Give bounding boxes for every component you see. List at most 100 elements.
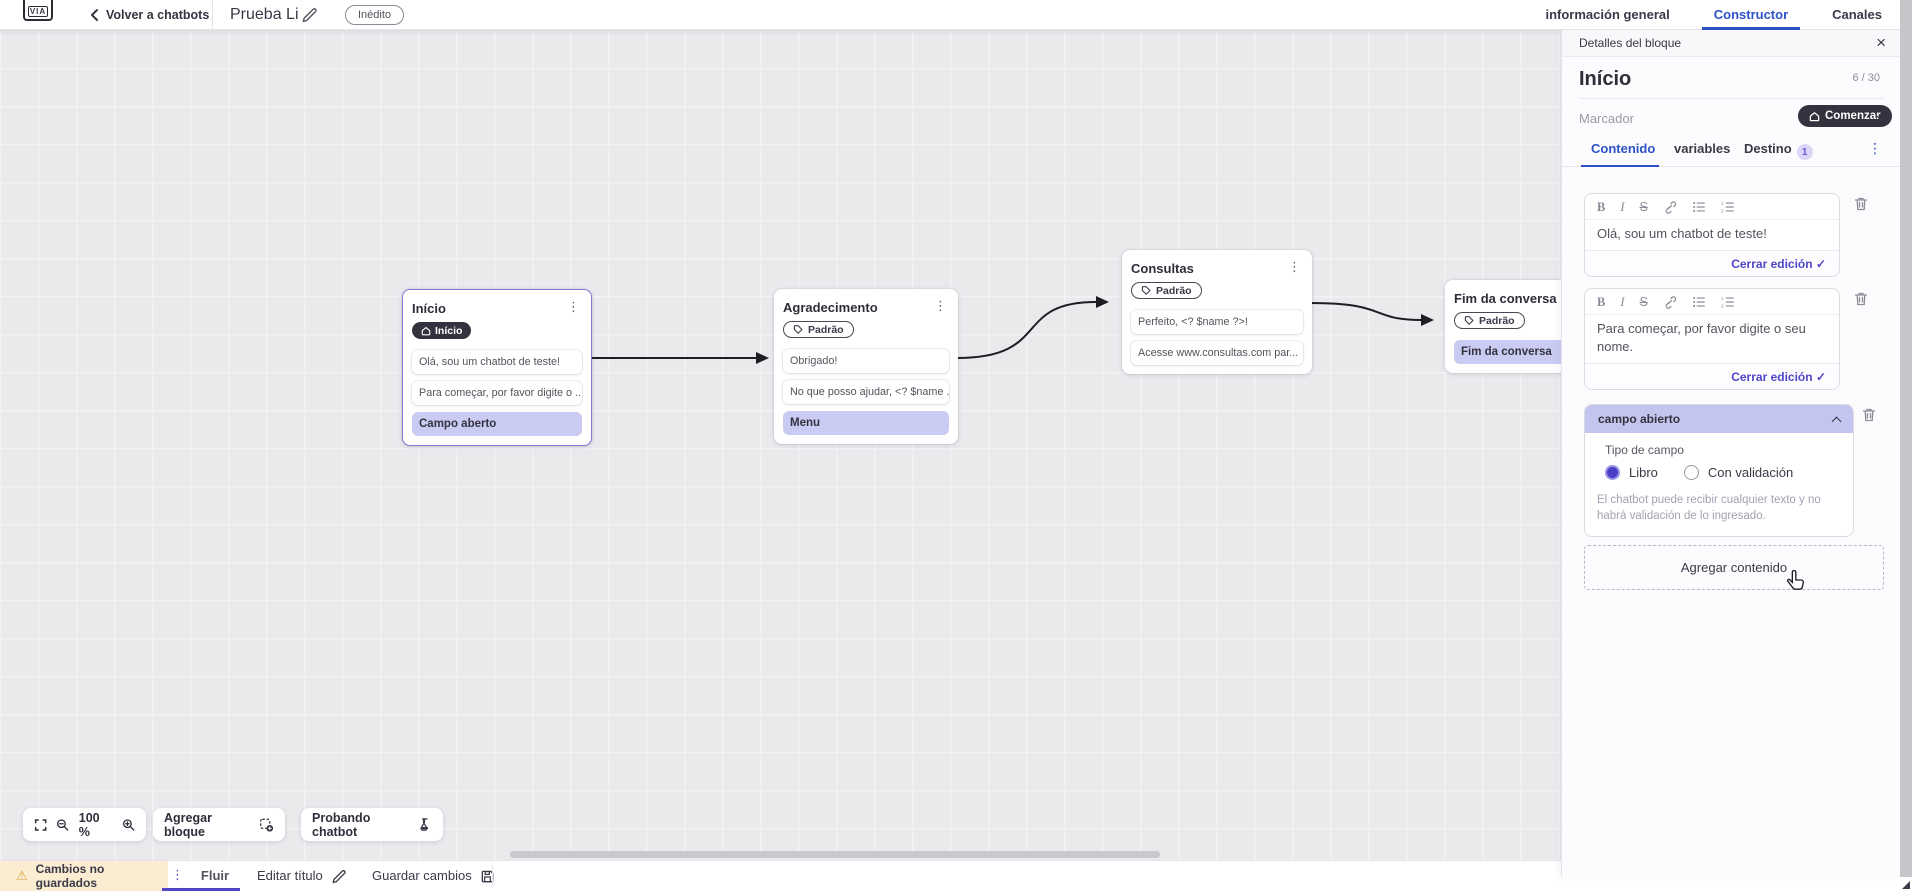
chevron-up-icon — [1831, 416, 1842, 426]
block-name-heading: Início — [1579, 68, 1632, 90]
back-chevron-icon[interactable] — [88, 8, 102, 22]
canvas-horizontal-scrollbar[interactable] — [510, 851, 1160, 858]
char-count: 6 / 30 — [1852, 72, 1880, 84]
close-edit-link[interactable]: Cerrar edición ✓ — [1731, 257, 1826, 271]
trash-icon[interactable] — [1861, 407, 1877, 423]
svg-text:1: 1 — [1721, 295, 1724, 301]
tag-icon — [1141, 286, 1151, 295]
trash-icon[interactable] — [1853, 196, 1869, 212]
back-to-chatbots-link[interactable]: Volver a chatbots — [106, 8, 210, 22]
block-title: Fim da conversa — [1454, 290, 1557, 306]
active-flow-tab-underline — [162, 888, 240, 891]
close-edit-label: Cerrar edición — [1731, 257, 1813, 271]
bold-icon[interactable]: B — [1597, 294, 1606, 309]
tab-variables[interactable]: variables — [1674, 141, 1731, 156]
panel-menu-icon[interactable]: ⋮ — [1868, 141, 1882, 157]
field-help-text: El chatbot puede recibir cualquier texto… — [1597, 494, 1821, 522]
test-chatbot-label: Probando chatbot — [312, 810, 371, 839]
block-details-panel: Detalles del bloque × Início 6 / 30 Marc… — [1561, 30, 1900, 877]
editor-footer: Cerrar edición ✓ — [1585, 250, 1839, 276]
bold-icon[interactable]: B — [1597, 199, 1606, 214]
radio-libro-label[interactable]: Libro — [1629, 465, 1658, 480]
link-icon[interactable] — [1663, 200, 1677, 214]
tab-fluir[interactable]: Fluir — [200, 868, 230, 883]
strikethrough-icon[interactable]: S — [1639, 294, 1648, 309]
block-row-message[interactable]: Para começar, por favor digite o ... — [412, 380, 582, 405]
message-text-input[interactable]: Olá, sou um chatbot de teste! — [1597, 226, 1767, 241]
trash-icon[interactable] — [1853, 291, 1869, 307]
block-row-message[interactable]: Olá, sou um chatbot de teste! — [412, 349, 582, 374]
pencil-icon — [332, 869, 346, 883]
edit-title-pencil-icon[interactable] — [301, 7, 317, 23]
italic-icon[interactable]: I — [1620, 294, 1625, 309]
tab-informacion-general[interactable]: información general — [1545, 7, 1670, 22]
app-logo[interactable]: VIA — [23, 0, 53, 21]
fullscreen-icon[interactable] — [34, 818, 47, 832]
zoom-in-icon[interactable] — [122, 818, 135, 832]
block-menu-icon[interactable]: ⋮ — [934, 299, 947, 314]
open-field-title: campo abierto — [1598, 412, 1681, 426]
radio-con-validacion[interactable] — [1683, 465, 1699, 480]
flow-tab-menu-icon[interactable]: ⋮ — [171, 868, 184, 883]
add-content-button[interactable]: Agregar contenido — [1584, 545, 1884, 590]
block-row-message[interactable]: Acesse www.consultas.com par... — [1131, 341, 1303, 365]
zoom-controls: 100 % — [23, 808, 146, 841]
check-icon: ✓ — [1815, 370, 1826, 384]
block-row-message[interactable]: Perfeito, <? $name ?>! — [1131, 310, 1303, 334]
arrowhead-icon — [1421, 314, 1434, 326]
radio-libro[interactable] — [1605, 465, 1620, 480]
list-ul-icon[interactable] — [1692, 295, 1706, 309]
strikethrough-icon[interactable]: S — [1639, 199, 1648, 214]
home-icon — [1809, 111, 1820, 121]
flow-canvas[interactable]: Início ⋮ Início Olá, sou um chatbot de t… — [0, 30, 1617, 860]
open-field-header[interactable]: campo abierto — [1585, 405, 1853, 433]
svg-text:2: 2 — [1721, 303, 1724, 309]
badge-label: Padrão — [1479, 314, 1515, 327]
flow-block-consultas[interactable]: Consultas ⋮ Padrão Perfeito, <? $name ?>… — [1122, 250, 1312, 374]
resize-corner-icon — [1902, 881, 1910, 889]
block-title: Agradecimento — [783, 299, 878, 315]
bottombar-divider — [492, 865, 493, 888]
close-edit-link[interactable]: Cerrar edición ✓ — [1731, 370, 1826, 384]
list-ul-icon[interactable] — [1692, 200, 1706, 214]
flow-block-agradecimento[interactable]: Agradecimento ⋮ Padrão Obrigado! No que … — [774, 289, 958, 444]
flow-block-inicio[interactable]: Início ⋮ Início Olá, sou um chatbot de t… — [402, 289, 592, 446]
edit-title-button[interactable]: Editar título — [257, 861, 346, 891]
block-menu-icon[interactable]: ⋮ — [567, 300, 580, 315]
tab-constructor[interactable]: Constructor — [1701, 0, 1801, 30]
block-row-message[interactable]: No que posso ajudar, <? $name ... — [783, 380, 949, 404]
block-title: Consultas — [1131, 260, 1194, 276]
block-menu-icon[interactable]: ⋮ — [1288, 260, 1301, 275]
tab-destino-label: Destino — [1744, 141, 1792, 156]
open-field-card: campo abierto Tipo de campo Libro Con va… — [1584, 404, 1854, 537]
radio-con-validacion-label[interactable]: Con validación — [1707, 465, 1794, 480]
panel-header-title: Detalles del bloque — [1579, 36, 1682, 50]
logo-text: VIA — [27, 6, 49, 17]
test-chatbot-button[interactable]: Probando chatbot — [301, 808, 443, 841]
unsaved-changes-banner: ⚠ Cambios no guardados — [0, 861, 168, 891]
block-row-open-field[interactable]: Campo aberto — [412, 411, 582, 436]
message-text-input[interactable]: Para começar, por favor digite o seu nom… — [1597, 321, 1806, 354]
italic-icon[interactable]: I — [1620, 199, 1625, 214]
block-row-message[interactable]: Obrigado! — [783, 349, 949, 373]
topbar-divider — [212, 0, 213, 30]
flow-connectors — [591, 296, 1434, 364]
link-icon[interactable] — [1663, 295, 1677, 309]
zoom-out-icon[interactable] — [56, 818, 69, 832]
tab-canales[interactable]: Canales — [1832, 7, 1882, 22]
add-block-button[interactable]: Agregar bloque — [153, 808, 285, 841]
save-changes-button[interactable]: Guardar cambios — [372, 861, 495, 891]
tab-contenido[interactable]: Contenido — [1591, 141, 1656, 156]
badge-label: Padrão — [1156, 284, 1192, 297]
page-vertical-scrollbar[interactable] — [1900, 0, 1912, 877]
marker-dropdown[interactable]: Comenzar — [1798, 105, 1892, 127]
close-icon[interactable]: × — [1876, 33, 1886, 52]
block-title: Início — [412, 300, 446, 316]
block-row-menu[interactable]: Menu — [783, 411, 949, 435]
